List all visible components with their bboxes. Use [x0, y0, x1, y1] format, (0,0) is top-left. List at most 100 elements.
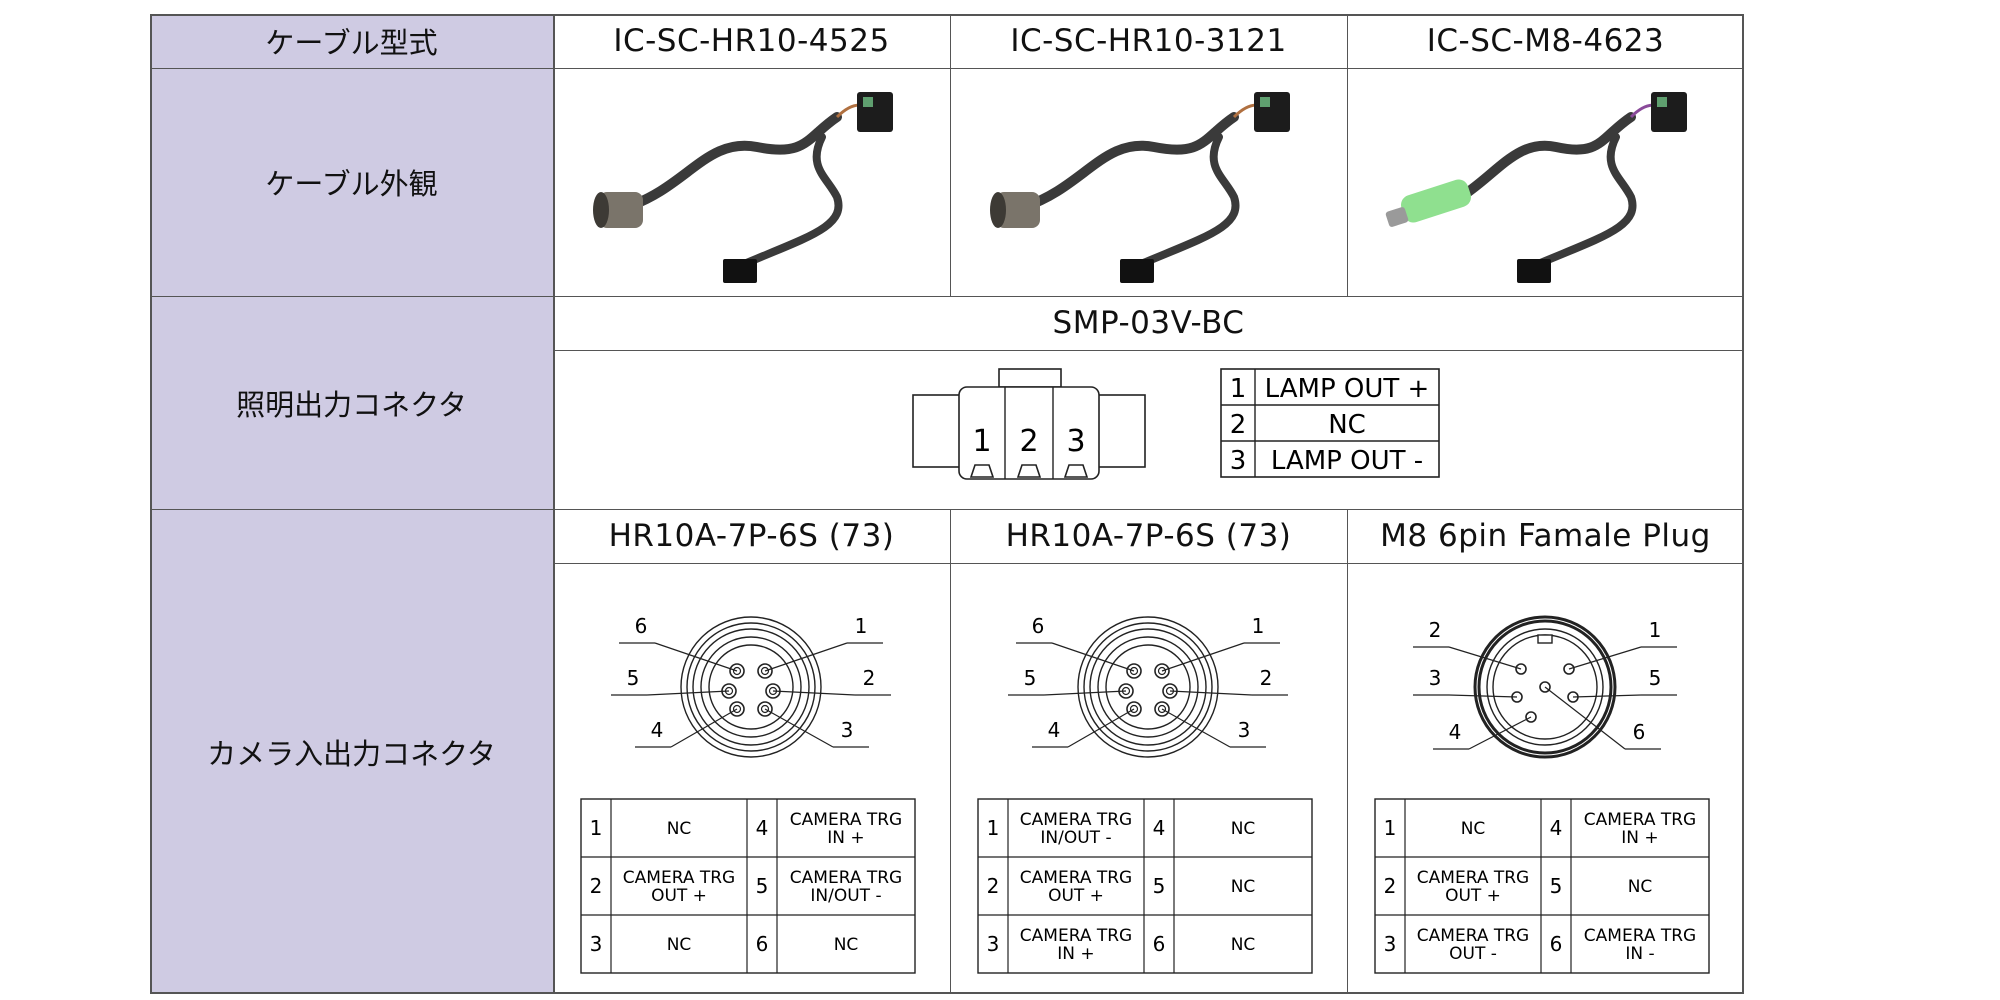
light-pin-label-2: NC [1328, 410, 1366, 440]
pin-function-cell: NC [1628, 877, 1653, 897]
camera-pin-label-2-4: 4 [1048, 718, 1061, 742]
camera-pin-label-1-2: 2 [863, 666, 876, 690]
camera-pin-label-3-1: 1 [1649, 618, 1662, 642]
pin-number-cell: 5 [756, 874, 769, 898]
camera-pin-label-1-4: 4 [651, 718, 664, 742]
cable-model-1: IC-SC-HR10-4525 [553, 14, 950, 68]
cable-model-3-label: IC-SC-M8-4623 [1426, 23, 1665, 59]
pin-number-cell: 6 [756, 932, 769, 956]
light-pin-number-2: 2 [1019, 424, 1038, 459]
light-pin-number-3: 3 [1066, 424, 1085, 459]
pin-number-cell: 5 [1153, 874, 1166, 898]
row-header-light-connector: 照明出力コネクタ [150, 296, 553, 509]
camera-connector-title-1-label: HR10A-7P-6S (73) [608, 518, 895, 554]
pin-number-cell: 3 [1384, 932, 1397, 956]
light-pin-num-2: 2 [1229, 410, 1246, 440]
pin-number-cell: 2 [1384, 874, 1397, 898]
pin-number-cell: 4 [756, 816, 769, 840]
pin-number-cell: 1 [590, 816, 603, 840]
pin-number-cell: 3 [987, 932, 1000, 956]
camera-pin-label-1-3: 3 [841, 718, 854, 742]
camera-pin-label-3-4: 4 [1449, 720, 1462, 744]
row-header-appearance-label: ケーブル外観 [265, 167, 438, 201]
camera-pin-label-2-5: 5 [1024, 666, 1037, 690]
light-connector-model: SMP-03V-BC [553, 296, 1744, 350]
pin-function-cell: NC [667, 819, 692, 839]
camera-plug-1 [598, 192, 643, 228]
light-pin-number-1: 1 [972, 424, 991, 459]
cable-picture-2 [989, 92, 1290, 283]
pin-number-cell: 1 [1384, 816, 1397, 840]
pin-number-cell: 4 [1550, 816, 1563, 840]
camera-pin-label-1-5: 5 [627, 666, 640, 690]
pin-number-cell: 2 [590, 874, 603, 898]
pin-function-cell: NC [1231, 877, 1256, 897]
pin-number-cell: 1 [987, 816, 1000, 840]
light-pin-label-3: LAMP OUT - [1270, 446, 1422, 476]
cable-image-1 [553, 68, 950, 296]
row-header-camera-connector-label: カメラ入出力コネクタ [207, 736, 496, 771]
camera-connector-title-1: HR10A-7P-6S (73) [553, 509, 950, 563]
pin-number-cell: 6 [1153, 932, 1166, 956]
pin-function-cell: NC [1231, 819, 1256, 839]
cable-model-2: IC-SC-HR10-3121 [950, 14, 1347, 68]
pin-function-cell: NC [1231, 935, 1256, 955]
pin-number-cell: 4 [1153, 816, 1166, 840]
cable-picture-1 [592, 92, 893, 283]
camera-pin-label-1-1: 1 [855, 614, 868, 638]
spec-table: ケーブル型式 ケーブル外観 照明出力コネクタ カメラ入出力コネクタ IC-SC-… [150, 14, 1744, 994]
cable-model-1-label: IC-SC-HR10-4525 [613, 23, 890, 59]
camera-pin-label-3-6: 6 [1633, 720, 1646, 744]
camera-pin-label-2-2: 2 [1260, 666, 1273, 690]
camera-pin-label-3-5: 5 [1649, 666, 1662, 690]
camera-pin-label-3-3: 3 [1429, 666, 1442, 690]
camera-connector-title-3-label: M8 6pin Famale Plug [1380, 518, 1711, 554]
camera-pin-label-2-3: 3 [1238, 718, 1251, 742]
pin-number-cell: 3 [590, 932, 603, 956]
camera-pin-label-2-6: 6 [1032, 614, 1045, 638]
light-pin-label-1: LAMP OUT + [1264, 374, 1429, 404]
pin-function-cell: NC [1461, 819, 1486, 839]
camera-connector-title-2-label: HR10A-7P-6S (73) [1005, 518, 1292, 554]
light-pin-num-3: 3 [1229, 446, 1246, 476]
light-connector-diagram: 1 2 3 1 LAMP OUT + 2 NC 3 LAMP OUT - [553, 350, 1744, 509]
cable-image-2 [950, 68, 1347, 296]
pin-function-cell: NC [667, 935, 692, 955]
smp-connector-drawing: 1 2 3 1 LAMP OUT + 2 NC 3 LAMP OUT - [911, 367, 1440, 480]
row-header-model: ケーブル型式 [150, 14, 553, 68]
camera-pin-label-1-6: 6 [635, 614, 648, 638]
cable-model-2-label: IC-SC-HR10-3121 [1010, 23, 1287, 59]
light-connector-model-label: SMP-03V-BC [1052, 305, 1245, 341]
row-header-model-label: ケーブル型式 [265, 26, 438, 60]
light-pin-num-1: 1 [1229, 374, 1246, 404]
camera-plug-3 [1400, 179, 1471, 223]
camera-pin-label-2-1: 1 [1252, 614, 1265, 638]
pin-number-cell: 5 [1550, 874, 1563, 898]
camera-connector-title-2: HR10A-7P-6S (73) [950, 509, 1347, 563]
camera-plug-2 [995, 192, 1040, 228]
row-header-camera-connector: カメラ入出力コネクタ [150, 509, 553, 994]
row-header-appearance: ケーブル外観 [150, 68, 553, 296]
cable-model-3: IC-SC-M8-4623 [1347, 14, 1744, 68]
camera-connector-title-3: M8 6pin Famale Plug [1347, 509, 1744, 563]
pin-number-cell: 2 [987, 874, 1000, 898]
pin-function-cell: NC [834, 935, 859, 955]
cable-picture-3 [1385, 92, 1687, 283]
row-header-light-connector-label: 照明出力コネクタ [236, 387, 467, 422]
pin-number-cell: 6 [1550, 932, 1563, 956]
